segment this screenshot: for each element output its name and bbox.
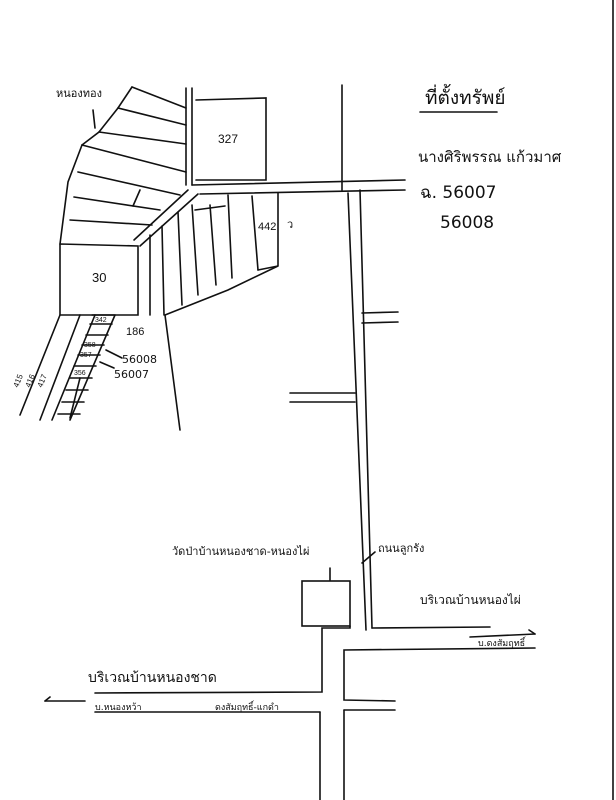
- road-label-leader: [361, 551, 376, 564]
- svg-text:358: 358: [84, 342, 96, 349]
- svg-text:30: 30: [92, 270, 106, 285]
- parcel-442-note: ว: [287, 218, 293, 231]
- main-road-label: ดงสัมฤทธิ์-แกดำ: [215, 700, 279, 713]
- temple-label: วัดป่าบ้านหนองชาด-หนองไผ่: [172, 545, 309, 558]
- svg-text:342: 342: [95, 317, 107, 324]
- laterite-road-lines: [347, 189, 373, 631]
- temple-plot: วัดป่าบ้านหนองชาด-หนองไผ่: [172, 545, 351, 627]
- parcel-327: 327: [195, 97, 267, 181]
- to-dong-samrit-label: บ.ดงสัมฤทธิ์: [478, 636, 527, 649]
- svg-text:327: 327: [218, 132, 238, 146]
- lower-roads: [44, 625, 536, 800]
- deed-number-1: ฉ. 56007: [420, 183, 496, 203]
- north-road: [185, 84, 343, 191]
- arrow-label-56007: 56007: [114, 368, 149, 381]
- fan-parcels: [59, 86, 187, 245]
- map-title: ที่ตั้งทรัพย์: [425, 84, 506, 109]
- svg-text:หนองทอง: หนองทอง: [56, 87, 102, 100]
- parcel-30: 30: [59, 243, 139, 316]
- owner-name: นางศิริพรรณ แก้วมาศ: [418, 148, 562, 166]
- svg-text:416: 416: [24, 372, 38, 388]
- to-nong-wa-label: บ.หนองหว้า: [95, 702, 142, 713]
- parcel-442: 442: [258, 221, 276, 233]
- east-road: [191, 179, 406, 195]
- diagonal-road: [133, 189, 199, 247]
- area-nong-chat-label: บริเวณบ้านหนองชาด: [88, 670, 217, 686]
- svg-text:357: 357: [80, 352, 92, 359]
- small-lots: 342 358 357 356 415 416 417: [12, 314, 116, 421]
- svg-text:186: 186: [126, 326, 144, 338]
- strip-parcels: 442 ว: [149, 192, 293, 316]
- label-nong-thong: หนองทอง: [56, 87, 102, 129]
- laterite-road-label: ถนนลูกรัง: [378, 542, 424, 555]
- parcel-186: 186: [126, 314, 181, 431]
- deed-number-2: 56008: [440, 213, 494, 233]
- area-nong-phai-label: บริเวณบ้านหนองไผ่: [420, 593, 521, 607]
- svg-text:356: 356: [74, 370, 86, 377]
- lot-arrows: 56008 56007: [99, 349, 157, 381]
- svg-text:415: 415: [12, 372, 26, 388]
- arrow-label-56008: 56008: [122, 353, 157, 366]
- side-road-1: [361, 311, 399, 314]
- svg-text:417: 417: [36, 372, 50, 388]
- side-road-1b: [361, 321, 399, 324]
